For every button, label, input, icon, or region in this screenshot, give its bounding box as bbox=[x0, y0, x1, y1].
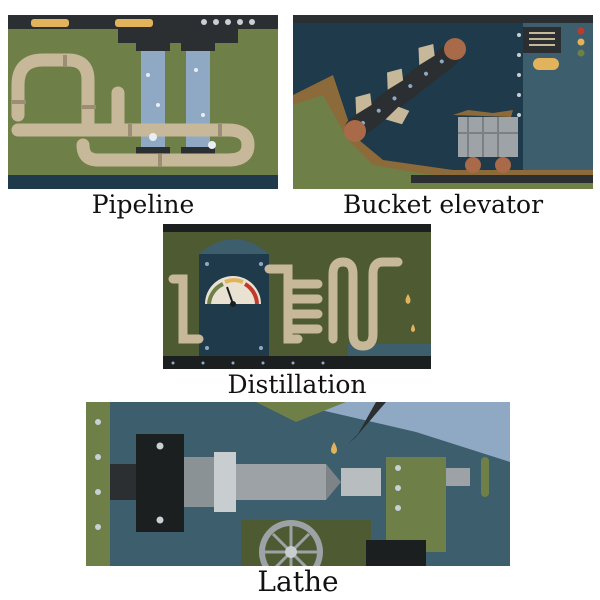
pipe-network bbox=[11, 53, 255, 167]
droplet-icon bbox=[405, 294, 411, 304]
conveyor-belt bbox=[344, 43, 460, 140]
status-light-icon bbox=[577, 38, 585, 46]
status-light-icon bbox=[577, 49, 585, 57]
caption-distillation: Distillation bbox=[227, 370, 367, 399]
pulley-wheel bbox=[444, 38, 466, 60]
pipeline-scene bbox=[8, 15, 278, 189]
steel-column bbox=[186, 45, 210, 153]
lathe-illustration bbox=[86, 402, 510, 566]
indicator-lamp-icon bbox=[115, 19, 153, 27]
cutting-tool bbox=[348, 402, 386, 444]
distillation-illustration bbox=[163, 224, 431, 369]
lathe-scene bbox=[86, 402, 510, 566]
indicator-lamp-icon bbox=[31, 19, 69, 27]
lathe-chuck bbox=[214, 452, 236, 512]
oil-drop-icon bbox=[331, 442, 337, 454]
droplet-icon bbox=[411, 324, 415, 332]
caption-lathe: Lathe bbox=[257, 565, 339, 598]
bucket-elevator-illustration bbox=[293, 15, 593, 189]
status-light-icon bbox=[577, 27, 585, 35]
pipeline-illustration bbox=[8, 15, 278, 189]
lathe-tailstock bbox=[386, 457, 446, 552]
caption-bucket-elevator: Bucket elevator bbox=[342, 190, 544, 219]
lathe-headstock bbox=[136, 434, 184, 532]
condenser-pipes bbox=[168, 257, 403, 351]
bucket-elevator-scene bbox=[293, 15, 593, 189]
pulley-wheel bbox=[344, 120, 366, 142]
caption-pipeline: Pipeline bbox=[91, 190, 195, 219]
workpiece bbox=[236, 464, 326, 500]
distillation-scene bbox=[163, 224, 431, 369]
